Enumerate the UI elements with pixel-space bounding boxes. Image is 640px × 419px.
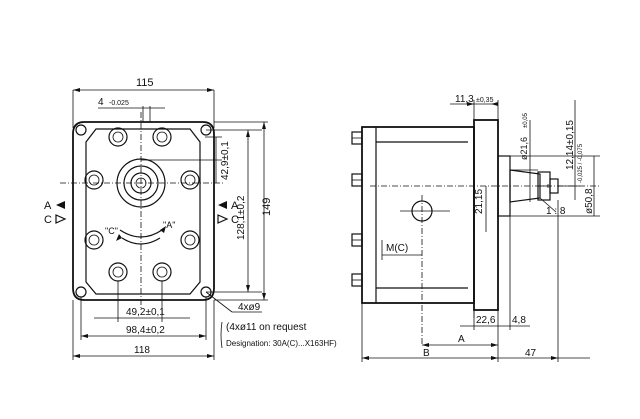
arrow xyxy=(160,226,166,233)
arrow xyxy=(207,354,214,358)
dim-98-label: 98,4±0,2 xyxy=(126,325,165,336)
holes-label: 4xø9 xyxy=(238,302,261,313)
side-bolt xyxy=(351,233,363,247)
bolt xyxy=(180,170,200,190)
side-view: 11,3 ±0,35 ø21,6 ±0,05 12,14±0,15 ø50,8 … xyxy=(351,94,600,362)
port-a-right-marker xyxy=(218,201,227,209)
side-bolt xyxy=(351,173,363,187)
dim-11-tol: ±0,35 xyxy=(476,97,494,104)
dim-42-label: 42,9±0,1 xyxy=(220,141,231,180)
arrow xyxy=(491,102,498,106)
side-bolt xyxy=(351,273,363,287)
port-c-left-marker xyxy=(55,214,67,224)
pump-body xyxy=(361,126,475,304)
arrow xyxy=(207,88,214,92)
port-c-right-marker xyxy=(217,214,229,224)
dim-4-tol: -0.025 xyxy=(109,100,129,107)
leader-holes xyxy=(205,291,233,313)
mc-label: M(C) xyxy=(386,243,408,254)
arrow xyxy=(246,130,250,137)
rotation-c-label: "C" xyxy=(105,226,118,236)
bolt xyxy=(108,127,128,147)
arrow xyxy=(491,356,498,360)
port-a-left-marker xyxy=(56,201,65,209)
dim-22-label: 22,6 xyxy=(476,315,496,326)
arrow xyxy=(81,334,88,338)
body-outline xyxy=(85,128,201,295)
dim-49-label: 49,2±0,1 xyxy=(126,307,165,318)
dim-50-tol: -0,025 / -0,075 xyxy=(578,143,584,183)
dim-149-label: 149 xyxy=(261,198,273,216)
port-a-left-label: A xyxy=(44,200,52,212)
side-bolt xyxy=(351,131,363,145)
port-c-left-label: C xyxy=(44,214,52,226)
dim-11-label: 11,3 xyxy=(455,94,474,105)
designation-label: Designation: 30A(C)...X163HF) xyxy=(226,339,337,348)
bolt xyxy=(84,170,104,190)
dim-21-6-label: ø21,6 xyxy=(519,137,529,160)
bolt xyxy=(180,230,200,250)
dim-a-label: A xyxy=(458,334,465,345)
bolt xyxy=(152,262,172,282)
corner-hole xyxy=(75,286,87,298)
arrow xyxy=(262,293,266,300)
arrow xyxy=(116,234,122,241)
holes-alt-label: (4xø11 on request xyxy=(226,322,307,333)
arrow xyxy=(467,102,474,106)
arrow xyxy=(551,356,558,360)
dim-b-label: B xyxy=(423,348,430,359)
port-c-right-label: C xyxy=(231,214,239,226)
dim-21-15-label: 21,15 xyxy=(474,189,485,214)
arrow xyxy=(262,122,266,129)
dim-21-6-tol: ±0,05 xyxy=(523,112,529,128)
dim-4-label: 4 xyxy=(98,97,104,108)
arrow xyxy=(422,343,429,347)
dim-47-label: 47 xyxy=(525,348,537,359)
flange-outline xyxy=(72,121,215,301)
arrow xyxy=(199,334,206,338)
bolt xyxy=(152,127,172,147)
rotation-arrow-upper xyxy=(119,229,163,238)
bolt xyxy=(108,262,128,282)
bolt xyxy=(84,230,104,250)
front-view: 115 4 -0.025 xyxy=(44,77,337,360)
dim-115-label: 115 xyxy=(136,77,154,89)
corner-hole xyxy=(75,124,87,136)
bracket-paren xyxy=(220,321,223,349)
dim-4-8-label: 4,8 xyxy=(512,315,526,326)
dim-118-label: 118 xyxy=(134,345,150,356)
arrow xyxy=(246,285,250,292)
port-a-right-label: A xyxy=(231,200,239,212)
taper-label: 1 : 8 xyxy=(546,206,566,217)
dim-12-label: 12,14±0,15 xyxy=(565,120,576,170)
arrow xyxy=(491,343,498,347)
rotation-a-label: "A" xyxy=(163,220,175,230)
dim-50-label: ø50,8 xyxy=(584,188,595,214)
leader-taper xyxy=(539,197,557,213)
arrow xyxy=(73,88,80,92)
dim-128-label: 128,1±0,2 xyxy=(236,195,247,240)
arrow xyxy=(362,356,369,360)
rotation-arrow-lower xyxy=(121,237,161,245)
arrow xyxy=(73,354,80,358)
